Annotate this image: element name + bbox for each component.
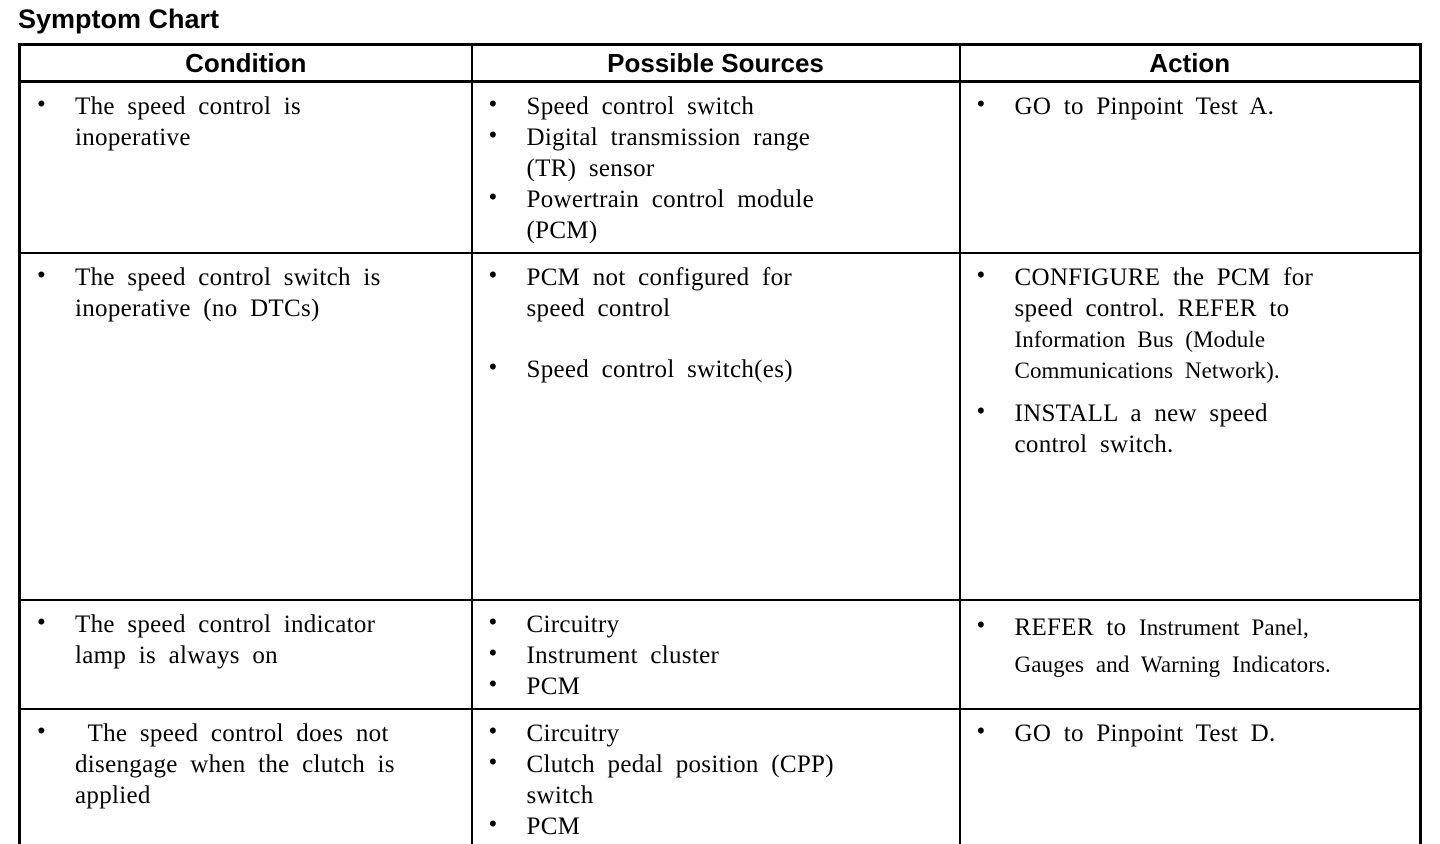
list-item: • PCM xyxy=(473,671,953,702)
bullet-icon: • xyxy=(976,262,986,289)
action-cell: • REFER to Instrument Panel, Gauges and … xyxy=(958,599,1422,710)
symptom-chart-table: Condition Possible Sources Action • The … xyxy=(18,43,1422,844)
action-text-main: CONFIGURE the PCM for speed control. REF… xyxy=(1014,264,1314,322)
list-item: • Speed control switch xyxy=(473,91,953,122)
bullet-icon: • xyxy=(976,91,986,118)
source-text: Digital transmission range (TR) sensor xyxy=(526,124,811,182)
source-text: Clutch pedal position (CPP) switch xyxy=(526,751,834,809)
list-item: • Clutch pedal position (CPP) switch xyxy=(473,749,953,811)
bullet-icon: • xyxy=(488,811,498,838)
action-text: GO to Pinpoint Test D. xyxy=(1014,720,1276,747)
bullet-icon: • xyxy=(488,718,498,745)
bullet-icon: • xyxy=(488,609,498,636)
table-row: • The speed control indicator lamp is al… xyxy=(18,599,1422,710)
source-text: Powertrain control module (PCM) xyxy=(526,186,814,244)
action-reference-text: Instrument Panel, Gauges and Warning Ind… xyxy=(1014,615,1331,677)
action-reference-text: Information Bus (Module Communications N… xyxy=(1014,327,1280,383)
action-text: INSTALL a new speed control switch. xyxy=(1014,400,1268,458)
list-item: • Circuitry xyxy=(473,718,953,749)
action-text: GO to Pinpoint Test A. xyxy=(1014,93,1275,120)
condition-cell: • The speed control does not disengage w… xyxy=(18,708,473,844)
source-text: PCM not configured for speed control xyxy=(526,264,793,322)
possible-sources-cell: • Speed control switch • Digital transmi… xyxy=(470,80,961,254)
source-text: PCM xyxy=(526,673,581,700)
table-row: • The speed control is inoperative • Spe… xyxy=(18,80,1422,254)
table-row: • The speed control does not disengage w… xyxy=(18,708,1422,844)
list-item: • REFER to Instrument Panel, Gauges and … xyxy=(961,609,1414,683)
bullet-icon: • xyxy=(976,718,986,745)
bullet-icon: • xyxy=(976,398,986,425)
source-text: Speed control switch(es) xyxy=(526,356,793,383)
list-item: • The speed control does not disengage w… xyxy=(21,718,465,811)
header-row: Condition Possible Sources Action xyxy=(18,43,1422,83)
condition-text: The speed control switch is inoperative … xyxy=(75,264,381,322)
bullet-icon: • xyxy=(37,91,47,118)
list-item: • Instrument cluster xyxy=(473,640,953,671)
list-item: • PCM xyxy=(473,811,953,842)
source-text: Speed control switch xyxy=(526,93,755,120)
bullet-icon: • xyxy=(37,609,47,636)
list-item: • INSTALL a new speed control switch. xyxy=(961,398,1414,460)
possible-sources-cell: • PCM not configured for speed control •… xyxy=(470,252,961,601)
bullet-icon: • xyxy=(488,640,498,667)
bullet-icon: • xyxy=(488,749,498,776)
bullet-icon: • xyxy=(488,671,498,698)
list-item: • CONFIGURE the PCM for speed control. R… xyxy=(961,262,1414,386)
bullet-icon: • xyxy=(976,612,986,639)
action-text: REFER to Instrument Panel, Gauges and Wa… xyxy=(1015,614,1331,678)
list-item: • Digital transmission range (TR) sensor xyxy=(473,122,953,184)
list-item: • The speed control indicator lamp is al… xyxy=(21,609,465,671)
action-cell: • GO to Pinpoint Test D. xyxy=(958,708,1422,844)
list-item: • The speed control is inoperative xyxy=(21,91,465,153)
bullet-icon: • xyxy=(37,718,47,745)
bullet-icon: • xyxy=(488,122,498,149)
source-text: Instrument cluster xyxy=(526,642,720,669)
table-row: • The speed control switch is inoperativ… xyxy=(18,252,1422,601)
source-text: PCM xyxy=(526,813,581,840)
col-header-action: Action xyxy=(958,43,1422,83)
action-cell: • CONFIGURE the PCM for speed control. R… xyxy=(958,252,1422,601)
bullet-icon: • xyxy=(488,91,498,118)
possible-sources-cell: • Circuitry • Instrument cluster • PCM xyxy=(470,599,961,710)
bullet-icon: • xyxy=(488,184,498,211)
condition-cell: • The speed control indicator lamp is al… xyxy=(18,599,473,710)
list-item: • PCM not configured for speed control xyxy=(473,262,953,324)
list-item: • GO to Pinpoint Test D. xyxy=(961,718,1414,749)
page-title: Symptom Chart xyxy=(18,4,220,34)
bullet-icon: • xyxy=(488,354,498,381)
condition-text: The speed control does not disengage whe… xyxy=(75,720,395,809)
condition-text: The speed control indicator lamp is alwa… xyxy=(75,611,376,669)
bullet-icon: • xyxy=(488,262,498,289)
possible-sources-cell: • Circuitry • Clutch pedal position (CPP… xyxy=(470,708,961,844)
list-item: • GO to Pinpoint Test A. xyxy=(961,91,1414,122)
action-cell: • GO to Pinpoint Test A. xyxy=(958,80,1422,254)
list-item: • Speed control switch(es) xyxy=(473,354,953,385)
list-item: • Powertrain control module (PCM) xyxy=(473,184,953,246)
list-item: • Circuitry xyxy=(473,609,953,640)
condition-text: The speed control is inoperative xyxy=(75,93,302,151)
bullet-icon: • xyxy=(37,262,47,289)
action-text-main: REFER to xyxy=(1014,614,1139,641)
source-text: Circuitry xyxy=(526,720,620,747)
list-item: • The speed control switch is inoperativ… xyxy=(21,262,465,324)
source-text: Circuitry xyxy=(526,611,620,638)
col-header-possible-sources: Possible Sources xyxy=(470,43,961,83)
col-header-condition: Condition xyxy=(18,43,473,83)
condition-cell: • The speed control is inoperative xyxy=(18,80,473,254)
condition-cell: • The speed control switch is inoperativ… xyxy=(18,252,473,601)
action-text: CONFIGURE the PCM for speed control. REF… xyxy=(1015,264,1314,384)
